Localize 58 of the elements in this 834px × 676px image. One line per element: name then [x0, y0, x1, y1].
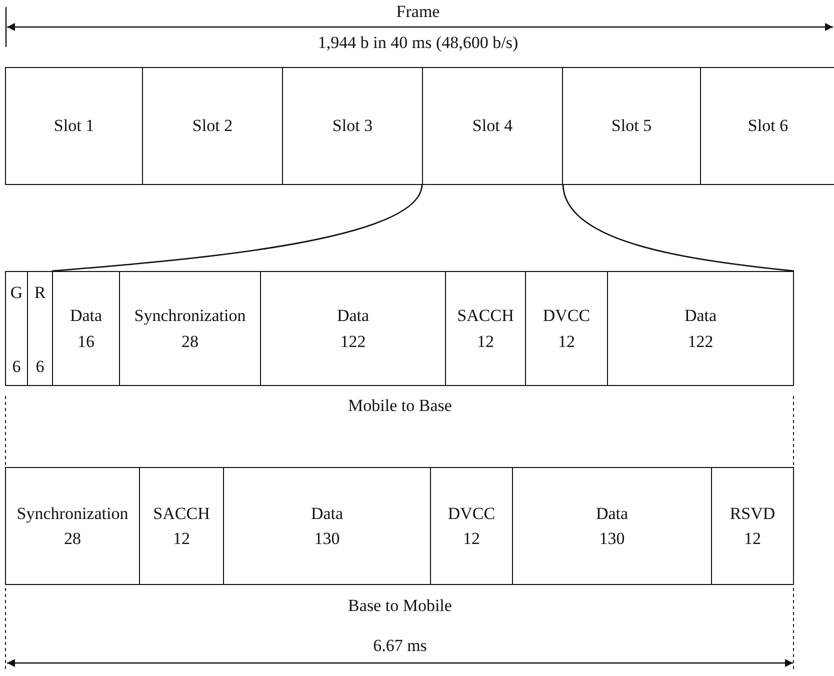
slot-cell: [282, 67, 423, 185]
bit-count: 12: [558, 330, 575, 352]
field-name: Data: [684, 305, 717, 327]
bit-count: 130: [599, 528, 625, 550]
frame-rate-label: 1,944 b in 40 ms (48,600 b/s): [318, 33, 518, 53]
field-cell: [5, 467, 140, 585]
bit-count: 28: [64, 528, 81, 550]
slot-label: Slot 4: [472, 115, 513, 138]
field-name: SACCH: [153, 502, 210, 524]
slot-cell: [142, 67, 283, 185]
field-name: Data: [70, 305, 102, 327]
field-name: Data: [596, 502, 628, 524]
field-cell: [119, 271, 261, 386]
bit-count: 12: [744, 528, 761, 550]
slot-label: Slot 1: [54, 115, 94, 138]
field-name: RSVD: [730, 502, 776, 524]
field-cell: [512, 467, 712, 585]
bit-count: 28: [182, 330, 198, 352]
bit-count: 12: [477, 330, 494, 352]
bit-count: 6: [12, 356, 21, 378]
field-name: Synchronization: [134, 305, 246, 327]
field-cell: [52, 271, 120, 386]
slot-label: Slot 5: [611, 115, 652, 138]
bit-count: 6: [36, 356, 44, 378]
field-name: DVCC: [542, 305, 590, 327]
bit-count: 122: [340, 330, 366, 352]
field-name: Synchronization: [16, 502, 128, 525]
frame-label: Frame: [396, 2, 440, 22]
field-cell: [139, 467, 224, 585]
expansion-curve: [562, 184, 794, 272]
slot-label: Slot 2: [192, 115, 233, 138]
slot-cell: [5, 67, 143, 185]
slot-label: Slot 3: [332, 115, 373, 138]
field-name: Data: [336, 305, 370, 327]
field-cell: [445, 271, 526, 386]
field-cell: [223, 467, 431, 585]
field-name: Data: [310, 502, 344, 524]
slot-cell: [562, 67, 701, 185]
field-cell: [525, 271, 608, 386]
field-name: DVCC: [448, 502, 496, 524]
bit-count: 12: [173, 528, 190, 550]
slot-cell: [700, 67, 834, 185]
field-cell: [27, 271, 53, 386]
field-name: G: [10, 282, 23, 304]
field-cell: [5, 271, 28, 386]
slot-label: Slot 6: [748, 115, 788, 138]
expansion-curve: [52, 184, 423, 272]
field-cell: [260, 271, 446, 386]
field-cell: [711, 467, 794, 585]
field-cell: [430, 467, 513, 585]
field-name: R: [34, 282, 46, 304]
slot-cell: [422, 67, 563, 185]
bit-count: 16: [78, 330, 94, 352]
bit-count: 12: [463, 528, 480, 550]
field-cell: [607, 271, 794, 386]
field-name: SACCH: [457, 305, 514, 327]
bit-count: 130: [314, 528, 340, 550]
bit-count: 122: [688, 330, 714, 352]
